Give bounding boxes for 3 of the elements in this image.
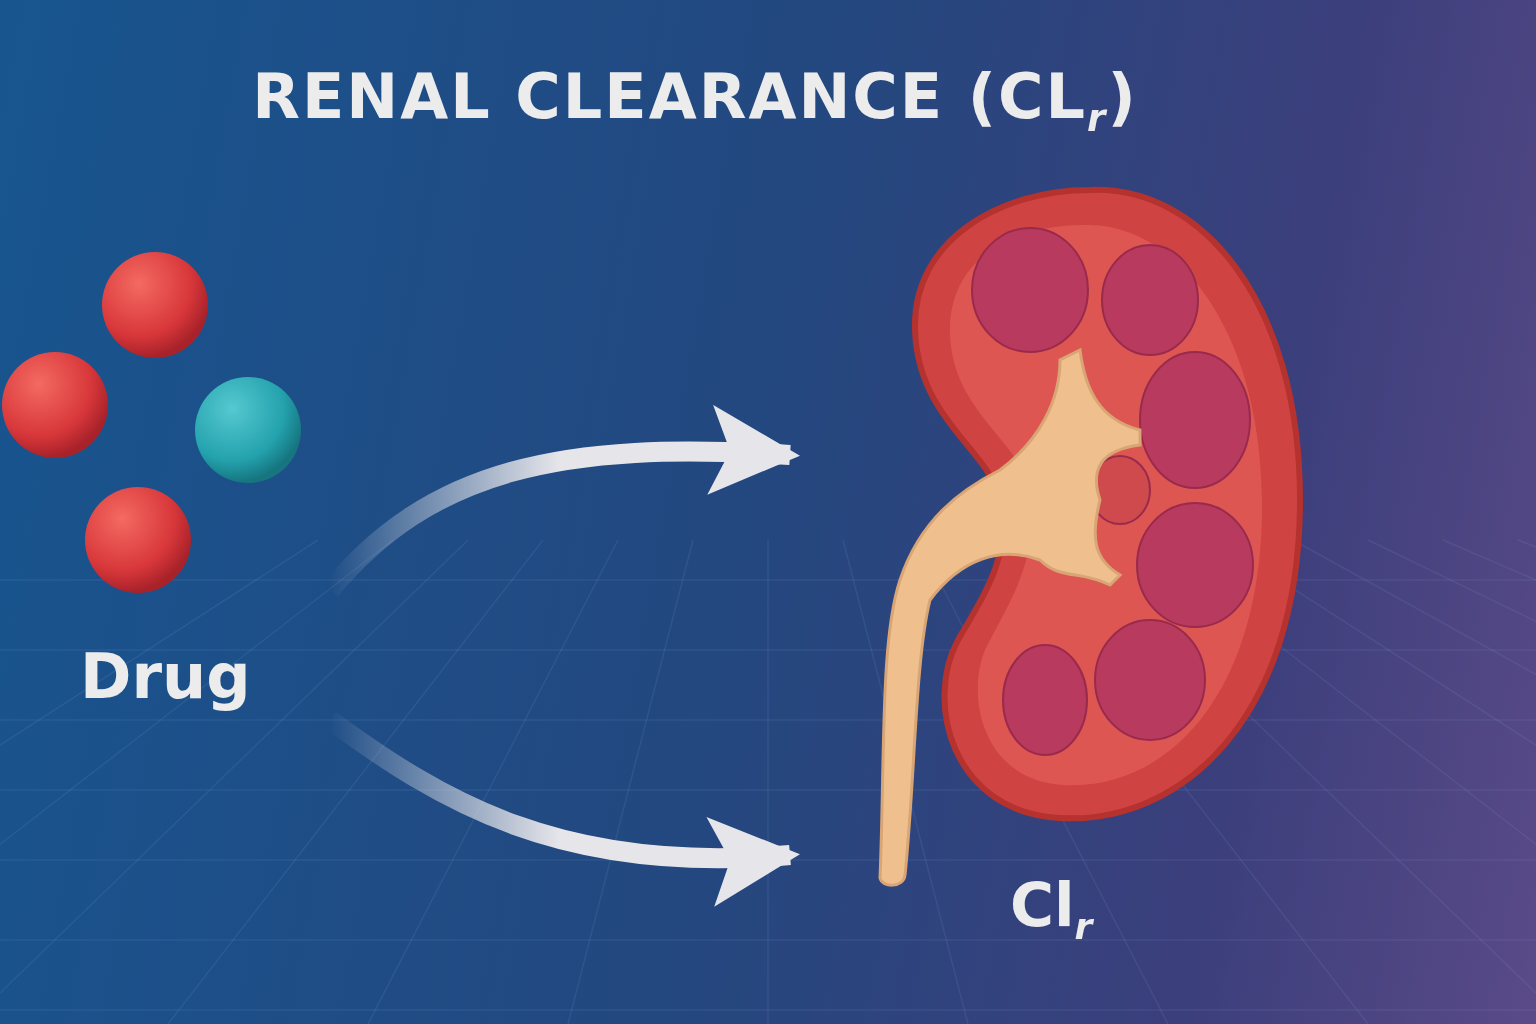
node-caption: Cl$_{r}$	[1010, 870, 1093, 947]
node-label: Drug	[80, 640, 251, 713]
title: RENAL CLEARANCE (CL$_{r}$)	[251, 60, 1139, 141]
